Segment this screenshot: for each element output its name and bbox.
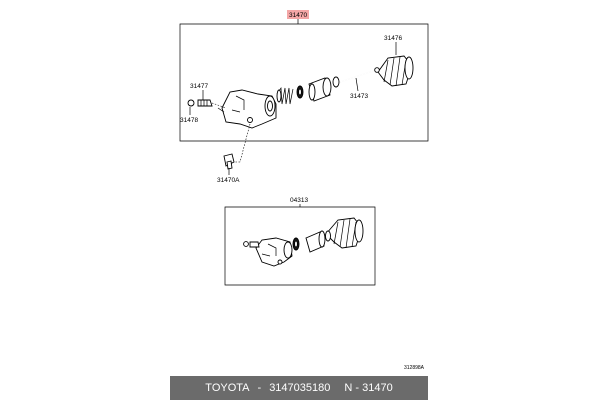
part-number-footer: TOYOTA - 3147035180 N - 31470 [170,376,428,400]
kit-callout-label[interactable]: 04313 [290,197,308,204]
piston-part [308,77,332,102]
union-bolt-callout-label[interactable]: 31470A [217,177,240,184]
bleeder-cap-part [187,99,195,107]
boot-part [377,55,414,87]
boot-callout-label[interactable]: 31476 [384,35,402,42]
reference-code: 312898A [404,365,425,371]
pushrod-leader [355,77,359,92]
cylinder-body [217,89,277,129]
footer-part-number: 3147035180 [269,382,331,394]
spring-part [276,86,294,105]
bleeder-cap-callout-label[interactable]: 31478 [180,117,198,124]
kit-frame [224,206,376,286]
assembly-callout-label[interactable]: 31470 [289,12,307,19]
bleeder-dash [211,102,227,109]
assembly-frame [179,23,429,142]
bleeder-plug-part [197,99,213,107]
pushrod-part [339,67,380,83]
cup-parts [296,76,340,99]
footer-separator: - [257,382,262,394]
assembly-callout-highlight [287,10,309,19]
bleeder-plug-callout-label[interactable]: 31477 [190,83,208,90]
kit-parts [243,217,364,267]
footer-code: N - 31470 [344,382,393,394]
union-bolt-dash [239,123,251,163]
pushrod-callout-label[interactable]: 31473 [350,93,368,100]
footer-brand: TOYOTA [205,382,250,394]
union-bolt-part [223,153,235,170]
